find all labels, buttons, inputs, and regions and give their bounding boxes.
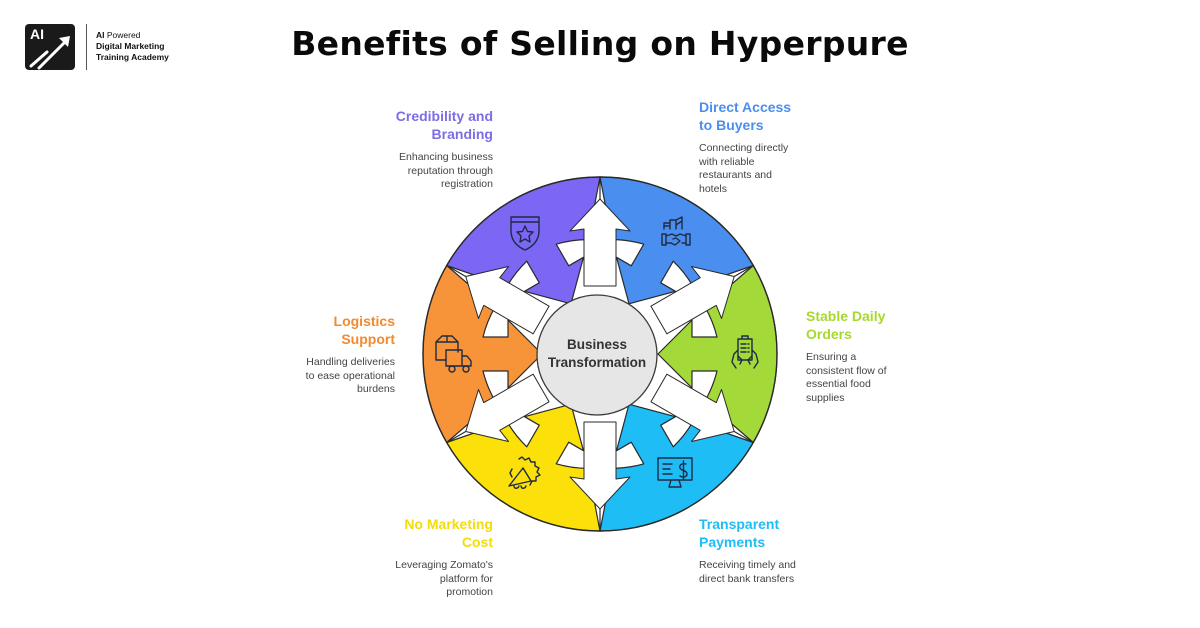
segment-title: Direct Access to Buyers	[699, 99, 792, 133]
segment-description: Enhancing business reputation through re…	[399, 151, 493, 190]
segment-divider	[733, 430, 754, 444]
academy-logo-badge: AI	[25, 24, 75, 70]
connector-notch	[650, 373, 735, 442]
logo-line-2: Digital Marketing	[96, 41, 165, 51]
segment-label-stable-orders: Stable Daily Orders Ensuring a consisten…	[806, 307, 936, 405]
segment-label-credibility-branding: Credibility and Branding Enhancing busin…	[363, 107, 493, 192]
connector-notch	[650, 266, 735, 335]
center-line-1: Business	[566, 337, 628, 352]
logo-line-1: AI Powered	[96, 30, 141, 40]
segment-description: Leveraging Zomato's platform for promoti…	[395, 559, 493, 598]
segment-description: Receiving timely and direct bank transfe…	[699, 559, 796, 585]
segment-divider	[446, 430, 467, 444]
segment-label-direct-access: Direct Access to Buyers Connecting direc…	[699, 98, 829, 196]
segment-description: Ensuring a consistent flow of essential …	[806, 351, 887, 404]
segment-title: Credibility and Branding	[395, 108, 493, 142]
segment-label-no-marketing-cost: No Marketing Cost Leveraging Zomato's pl…	[363, 515, 493, 600]
connector-notch	[569, 198, 631, 287]
center-line-2: Transformation	[547, 355, 647, 370]
logo-divider	[86, 24, 87, 70]
connector-notch	[465, 266, 550, 335]
segment-description: Connecting directly with reliable restau…	[699, 142, 789, 195]
segment-divider	[733, 264, 754, 278]
segment-title: Stable Daily Orders	[806, 308, 886, 342]
center-hub-label: Business Transformation	[537, 336, 657, 372]
academy-logo-text: AI Powered Digital Marketing Training Ac…	[96, 30, 169, 63]
connector-notch	[465, 373, 550, 442]
segment-divider	[446, 264, 467, 278]
box-truck-icon	[435, 335, 472, 373]
segment-description: Handling deliveries to ease operational …	[305, 356, 395, 395]
clipboard-hands-icon	[731, 335, 759, 369]
page-title: Benefits of Selling on Hyperpure	[291, 24, 909, 63]
logo-badge-text: AI	[30, 26, 44, 42]
megaphone-badge-icon	[508, 456, 541, 489]
logo-line-3: Training Academy	[96, 52, 169, 62]
segment-title: Logistics Support	[333, 313, 395, 347]
buildings-handshake-icon	[661, 216, 691, 246]
center-hub	[536, 294, 658, 416]
segment-label-logistics-support: Logistics Support Handling deliveries to…	[265, 312, 395, 397]
rising-arrow-icon	[29, 36, 70, 70]
shield-star-icon	[510, 216, 540, 251]
segment-label-transparent-payments: Transparent Payments Receiving timely an…	[699, 515, 829, 586]
monitor-dollar-icon	[657, 457, 693, 488]
connector-notch	[569, 421, 631, 510]
segment-title: Transparent Payments	[699, 516, 780, 550]
segment-title: No Marketing Cost	[404, 516, 493, 550]
